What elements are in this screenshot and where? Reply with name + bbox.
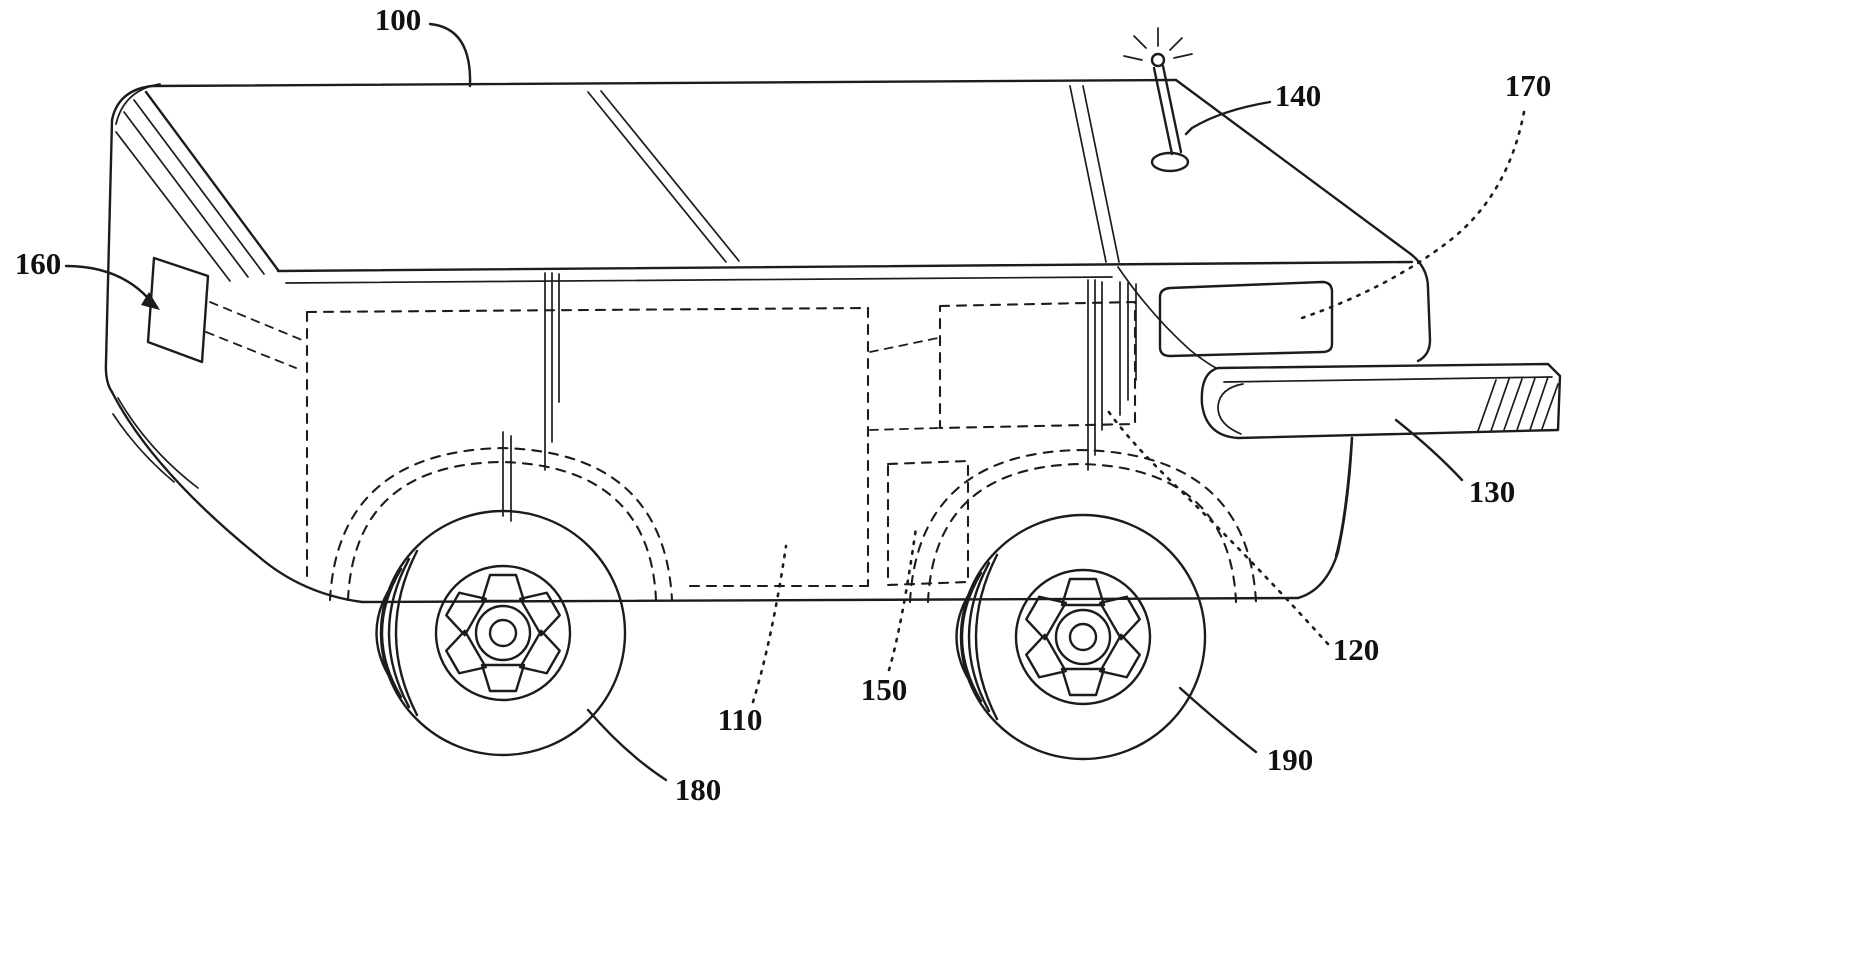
- ref-label-130: 130: [1469, 474, 1516, 509]
- bumper-outline: [1200, 362, 1562, 440]
- leader-130: [1394, 418, 1464, 482]
- roof-crease: [600, 90, 740, 262]
- roof-right-edge: [1174, 78, 1430, 290]
- leader-150: [887, 526, 918, 672]
- rear-edge: [104, 118, 114, 394]
- leader-100: [428, 22, 472, 88]
- ref-label-140: 140: [1275, 78, 1322, 113]
- ref-label-120: 120: [1333, 632, 1380, 667]
- front-wheel: [955, 513, 1207, 761]
- rear-wheel: [375, 509, 627, 757]
- leader-160-arrowhead: [141, 292, 160, 310]
- door-top-edge: [305, 306, 870, 314]
- ref-label-160: 160: [15, 246, 62, 281]
- roof-creases: [587, 85, 1120, 263]
- ref-label-100: 100: [375, 2, 422, 37]
- leader-120: [1104, 406, 1330, 646]
- roof-top-edge: [150, 78, 1178, 88]
- roof-near-edge: [276, 260, 1414, 273]
- leader-180: [586, 708, 668, 782]
- rear-bottom-slope: [110, 390, 364, 604]
- antenna-base: [1150, 151, 1190, 173]
- compartment-150-rect: [886, 459, 970, 587]
- compartment-120-rect: [938, 300, 1137, 430]
- corner-shading: [112, 83, 265, 489]
- vehicle-body-outline: [104, 78, 1432, 604]
- leader-160: [64, 264, 150, 300]
- roof-crease: [587, 91, 727, 263]
- rear-wheel-arch-inner: [346, 460, 658, 602]
- front-wheel-arch: [908, 448, 1258, 604]
- lower-compartment-outline: [886, 459, 970, 587]
- antenna: [1123, 27, 1193, 173]
- front-right-edge: [1416, 286, 1432, 363]
- roof-crease: [1069, 85, 1107, 263]
- rear-panel-hidden-line: [205, 331, 297, 369]
- rear-pillar: [144, 90, 280, 272]
- antenna-tip-icon: [1150, 52, 1166, 68]
- rear-bottom-shade: [112, 413, 175, 483]
- leader-190: [1178, 686, 1258, 754]
- front-bumper-step: [1200, 362, 1562, 558]
- rear-bottom-shade: [117, 397, 199, 489]
- reference-numerals: 100 140 170 160 130 120 110 150 180 190: [15, 2, 1552, 807]
- rear-wheel-arch: [328, 446, 674, 602]
- signal-rays-icon: [1123, 27, 1193, 61]
- antenna-stem: [1161, 64, 1183, 154]
- front-wheel-arch-inner: [926, 462, 1238, 604]
- ref-label-110: 110: [718, 702, 763, 737]
- body-under-bumper-edge: [1334, 436, 1354, 558]
- bumper-left-cap-inner: [1217, 383, 1244, 435]
- wheel-arches: [328, 446, 1258, 604]
- ref-label-190: 190: [1267, 742, 1314, 777]
- pillar-shade-line: [115, 131, 231, 282]
- leader-140: [1184, 100, 1272, 136]
- front-crease: [1117, 266, 1217, 369]
- roof-crease: [1082, 85, 1120, 263]
- front-sensor-panel: [1158, 280, 1334, 358]
- ref-label-150: 150: [861, 672, 908, 707]
- ref-label-170: 170: [1505, 68, 1552, 103]
- compartment-connector: [869, 427, 939, 431]
- rear-access-panel: [146, 256, 303, 369]
- corner-shade-line: [115, 83, 161, 125]
- ref-label-180: 180: [675, 772, 722, 807]
- rear-panel-hidden-line: [209, 301, 303, 341]
- compartment-connector: [869, 337, 939, 353]
- rear-panel-outline: [146, 256, 210, 364]
- pillar-shade-line: [123, 111, 249, 278]
- sensor-panel-outline: [1158, 280, 1334, 358]
- antenna-stem: [1152, 66, 1174, 156]
- bumper-top-inner-edge: [1223, 376, 1553, 383]
- leader-lines: [64, 22, 1526, 782]
- leader-110: [751, 544, 788, 704]
- front-compartment-outline: [869, 300, 1137, 431]
- pillar-shade-line: [133, 99, 265, 275]
- shoulder-inner-line: [285, 276, 1113, 284]
- bumper-hatching: [1477, 376, 1559, 432]
- leader-170: [1300, 110, 1526, 320]
